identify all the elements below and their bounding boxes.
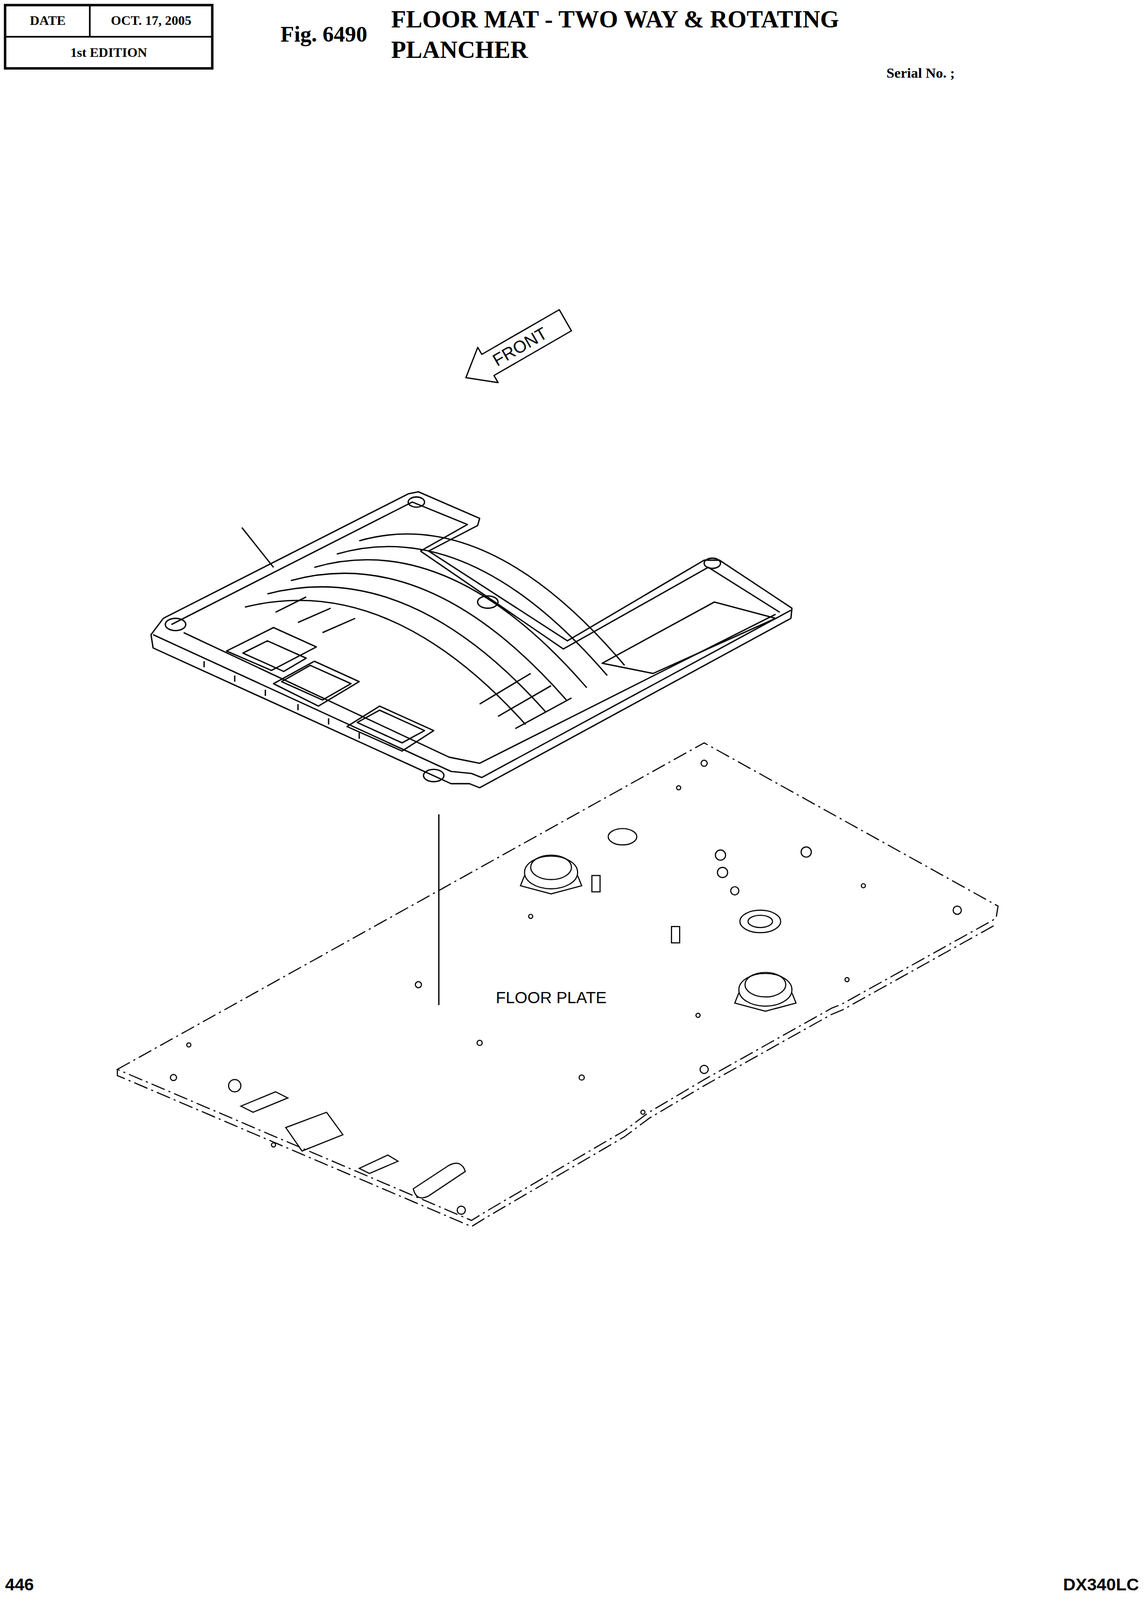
serial-note: Serial No. ; bbox=[886, 65, 956, 82]
table-cell: DATE bbox=[5, 5, 91, 37]
model-name: DX340LC bbox=[1063, 1574, 1139, 1595]
table-cell: 1st EDITION bbox=[5, 36, 213, 69]
table-cell: OCT. 17, 2005 bbox=[89, 5, 213, 37]
front-arrow: FRONT bbox=[454, 301, 577, 397]
part-name: FLOOR PLATE bbox=[495, 988, 607, 1008]
figure-number: Fig. 6490 bbox=[280, 21, 368, 48]
page-number: 446 bbox=[5, 1574, 35, 1595]
figure-title: FLOOR MAT - TWO WAY & ROTATING PLANCHER bbox=[391, 4, 930, 66]
direction-label: FRONT bbox=[460, 323, 551, 387]
